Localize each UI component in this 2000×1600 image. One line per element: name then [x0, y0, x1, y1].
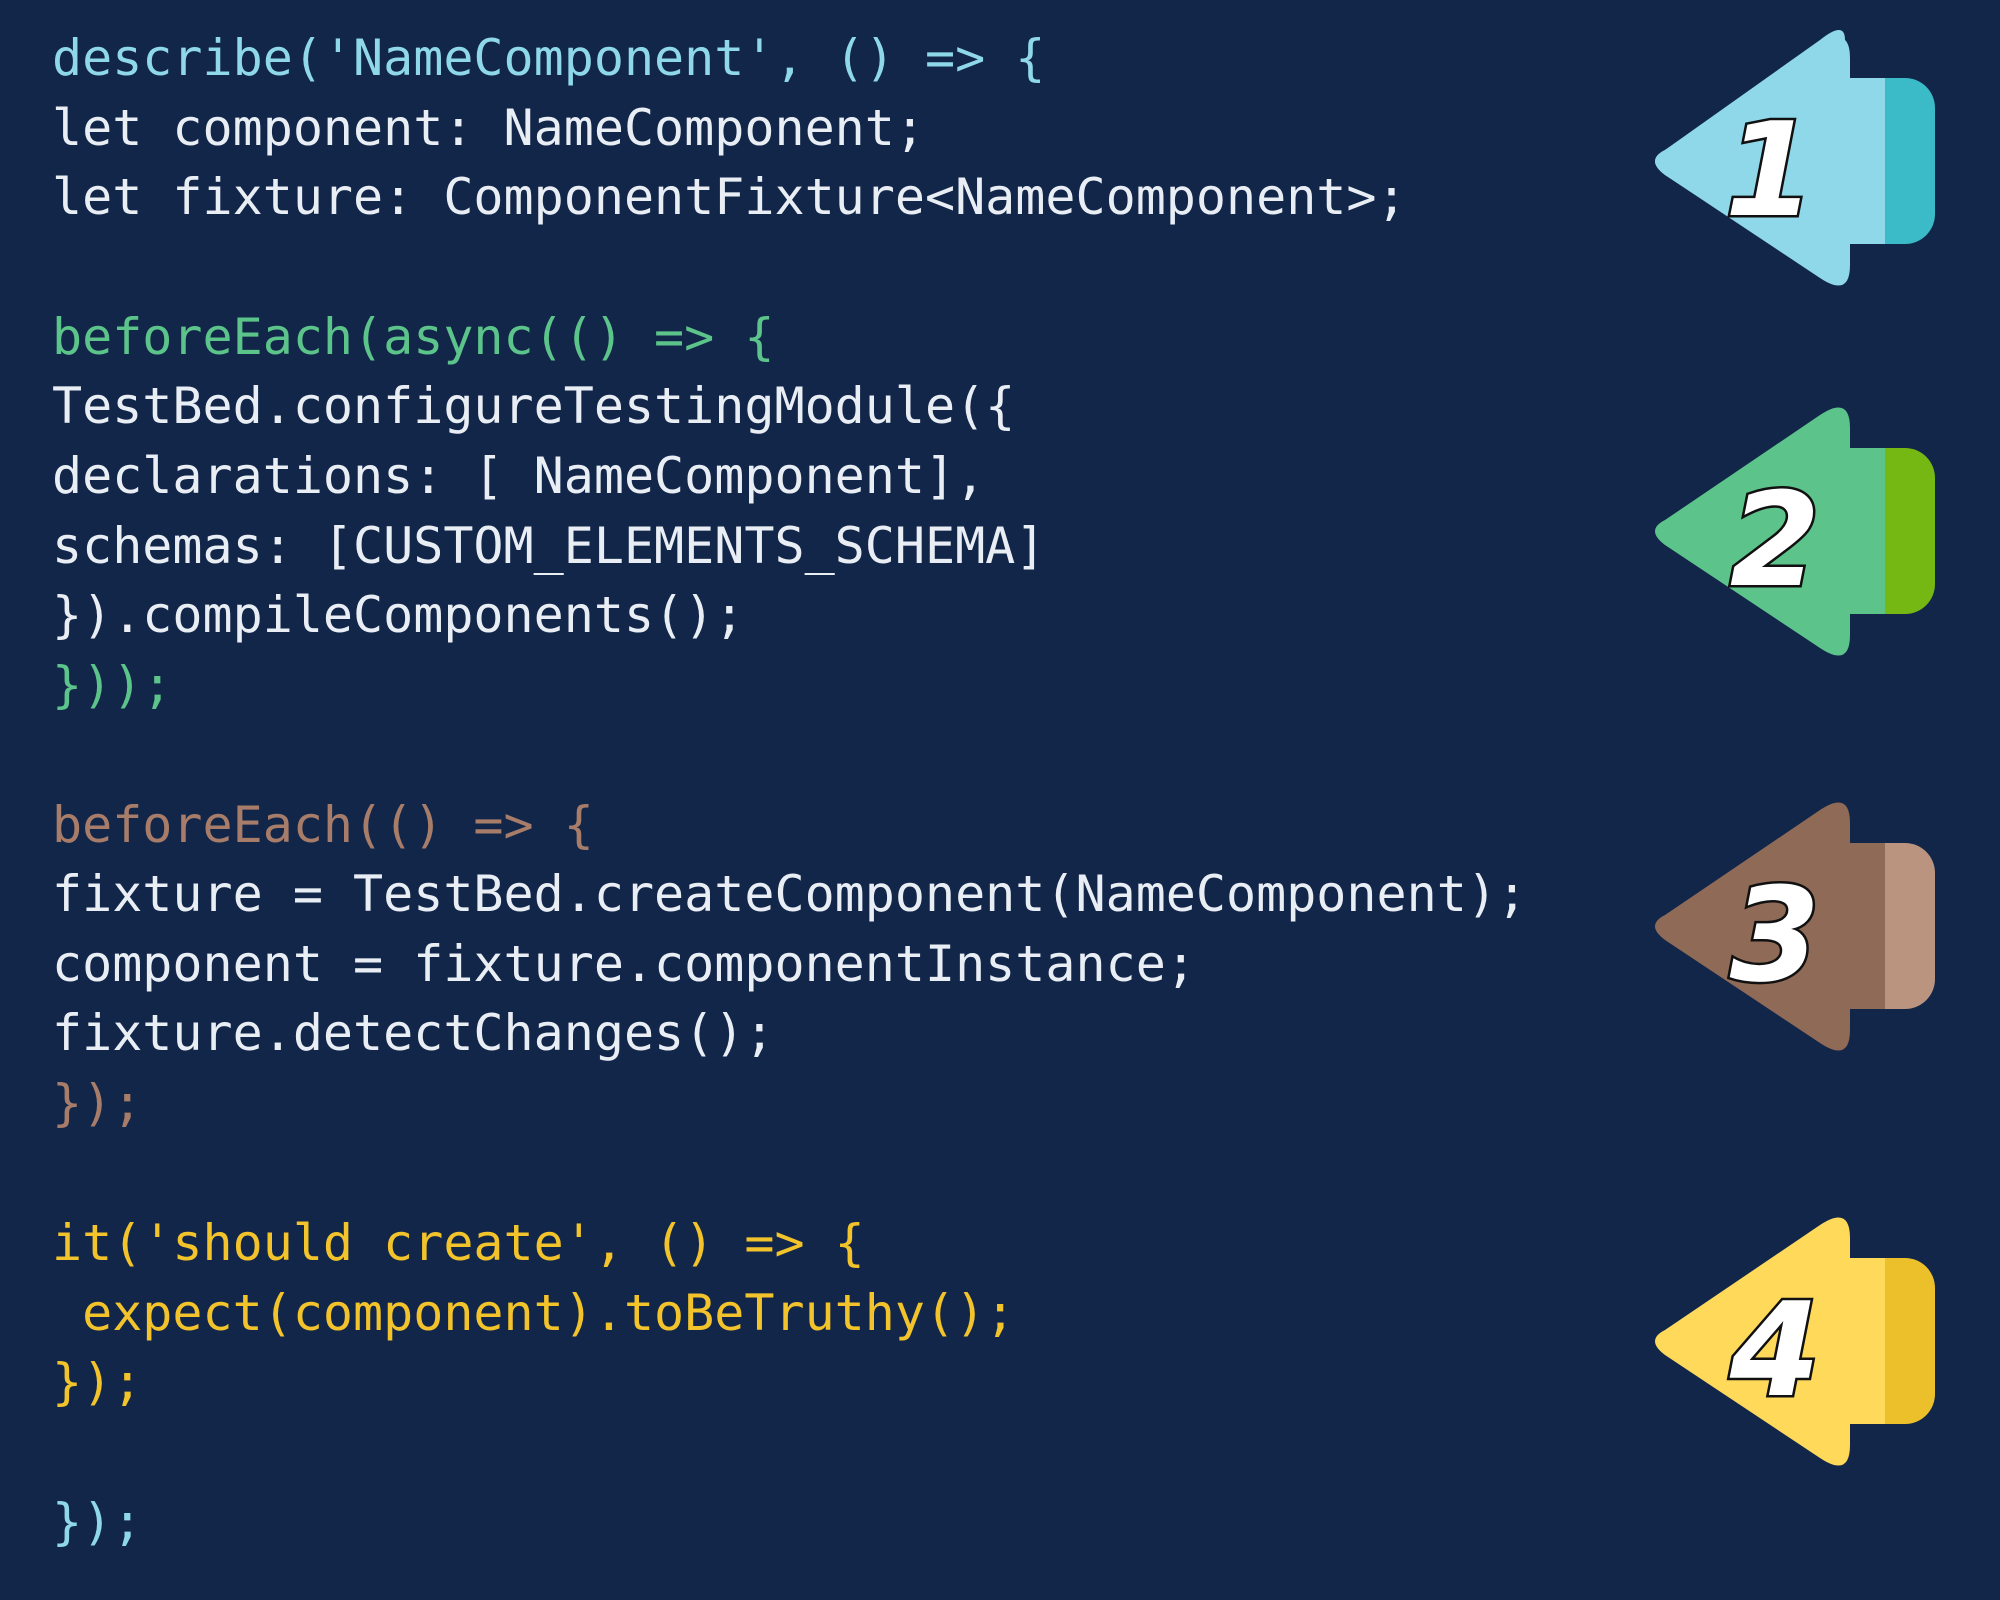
code-line-let-component: let component: NameComponent;	[52, 99, 925, 157]
code-line-compile-components: }).compileComponents();	[52, 586, 745, 644]
marker-number-3: 3	[1730, 859, 1820, 1011]
code-line-schemas: schemas: [CUSTOM_ELEMENTS_SCHEMA]	[52, 517, 1046, 575]
code-line-it-close: });	[52, 1353, 143, 1411]
code-line-describe-open: describe('NameComponent', () => {	[52, 29, 1046, 87]
code-line-let-fixture: let fixture: ComponentFixture<NameCompon…	[52, 168, 1407, 226]
marker-number-2: 2	[1730, 464, 1820, 616]
marker-number-4: 4	[1729, 1274, 1820, 1426]
code-line-before-each-async-close: }));	[52, 656, 173, 714]
code-line-component-instance: component = fixture.componentInstance;	[52, 935, 1196, 993]
marker-arrow-3: 3	[1645, 795, 1945, 1055]
marker-arrow-2: 2	[1645, 400, 1945, 660]
code-line-create-component: fixture = TestBed.createComponent(NameCo…	[52, 865, 1528, 923]
code-line-it-open: it('should create', () => {	[52, 1214, 865, 1272]
marker-arrow-1: 1	[1645, 30, 1945, 290]
code-line-declarations: declarations: [ NameComponent],	[52, 447, 986, 505]
code-line-detect-changes: fixture.detectChanges();	[52, 1004, 775, 1062]
marker-number-1: 1	[1725, 94, 1815, 246]
code-line-before-each-async-open: beforeEach(async(() => {	[52, 308, 775, 366]
marker-arrow-4: 4	[1645, 1210, 1945, 1470]
code-line-configure-testing-module: TestBed.configureTestingModule({	[52, 377, 1016, 435]
code-line-before-each-open: beforeEach(() => {	[52, 796, 594, 854]
code-line-expect-truthy: expect(component).toBeTruthy();	[52, 1284, 1016, 1342]
code-line-before-each-close: });	[52, 1074, 143, 1132]
code-line-describe-close: });	[52, 1493, 143, 1551]
